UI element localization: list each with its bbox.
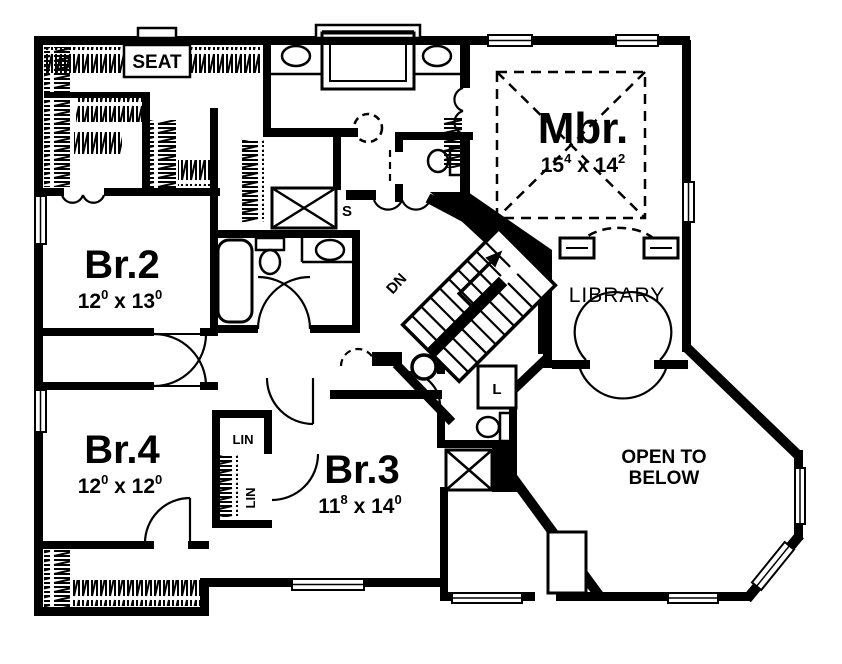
nook <box>546 530 588 595</box>
door-arc <box>573 291 673 361</box>
door-arc <box>265 377 314 426</box>
room-dim-br3: 118 x 140 <box>318 492 401 518</box>
tray-ceiling <box>495 70 647 220</box>
room-label-library: LIBRARY <box>569 284 666 307</box>
toilet-icon <box>426 148 450 174</box>
room-labels: Mbr. 154 x 142 Br.2 120 x 130 Br.4 120 x… <box>78 104 707 518</box>
stair-treads <box>442 273 543 373</box>
room-label-br3: Br.3 <box>324 448 400 492</box>
door-arc <box>576 361 670 400</box>
sink-icon <box>421 44 453 68</box>
room-label-br2: Br.2 <box>84 243 160 287</box>
window <box>615 34 659 47</box>
cased-opening <box>372 199 432 211</box>
room-dim-br2: 120 x 130 <box>78 287 163 313</box>
shower-icon <box>270 186 338 230</box>
toilet-icon <box>475 415 501 439</box>
window <box>451 592 523 604</box>
door-arcs <box>60 86 673 544</box>
door-arc <box>256 275 312 330</box>
shower-s-label: S <box>342 203 352 220</box>
room-label-mbr: Mbr. <box>538 104 628 153</box>
room-dim-br4: 120 x 120 <box>78 472 163 498</box>
staircase <box>400 226 558 384</box>
room-label-br4: Br.4 <box>84 428 160 472</box>
toilet-tank <box>448 146 466 177</box>
vanity-counter <box>300 238 356 264</box>
door-arc <box>143 496 191 544</box>
window <box>34 195 47 245</box>
seat-label: SEAT <box>132 52 182 73</box>
lin-hall-label: LIN <box>233 432 254 447</box>
room-dim-mbr: 154 x 142 <box>541 151 626 177</box>
chimney-chase <box>546 530 588 595</box>
ceiling-feature <box>352 112 384 144</box>
bathtub-icon <box>216 238 254 324</box>
sink-icon <box>314 238 346 262</box>
cased-opening <box>60 194 106 204</box>
open-below-label-2: BELOW <box>629 468 700 489</box>
column-icon <box>410 353 438 381</box>
toilet-icon <box>258 248 282 276</box>
bay-bump <box>136 26 178 40</box>
open-below-label-1: OPEN TO <box>621 447 706 468</box>
closet-hatching <box>44 47 462 608</box>
window <box>487 34 533 47</box>
hall-bath <box>216 236 356 324</box>
stair-direction-arrow <box>456 261 492 312</box>
lin-closet-label: LIN <box>243 488 258 509</box>
linen-l-label: L <box>492 381 501 398</box>
library-arch <box>558 226 680 260</box>
window-seat: SEAT <box>122 43 192 79</box>
sink-icon <box>280 44 312 68</box>
window <box>34 389 47 433</box>
window <box>750 540 796 592</box>
linen-closet: L <box>476 364 518 410</box>
window <box>794 467 806 525</box>
window <box>667 592 719 604</box>
bathtub-icon <box>320 31 416 91</box>
window <box>291 578 365 591</box>
arched-opening <box>339 347 377 367</box>
br3-bath <box>444 411 514 492</box>
door-arc <box>271 453 320 502</box>
stair-column <box>410 353 438 381</box>
window <box>682 181 695 223</box>
stair-divider <box>426 276 508 358</box>
master-bath <box>267 31 466 230</box>
cased-opening <box>453 86 464 136</box>
